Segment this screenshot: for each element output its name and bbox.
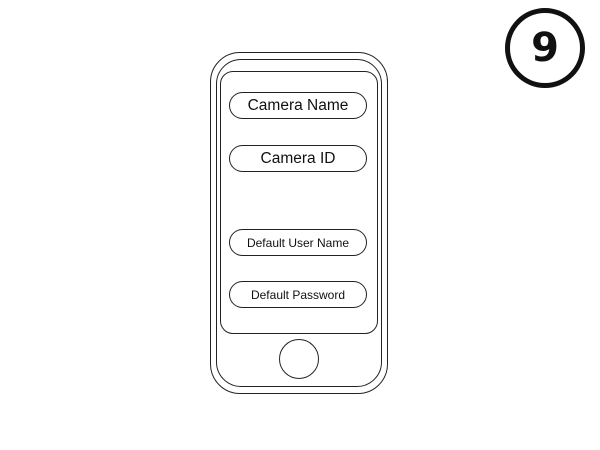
step-number: 9 [531, 25, 559, 71]
default-user-name-field[interactable]: Default User Name [229, 229, 367, 256]
camera-id-field[interactable]: Camera ID [229, 145, 367, 172]
phone-screen: Camera Name Camera ID Default User Name … [220, 71, 378, 334]
phone-body [210, 52, 388, 394]
home-button[interactable] [279, 339, 319, 379]
camera-name-field[interactable]: Camera Name [229, 92, 367, 119]
step-number-badge: 9 [505, 8, 585, 88]
phone-bezel [216, 59, 382, 387]
default-password-field[interactable]: Default Password [229, 281, 367, 308]
